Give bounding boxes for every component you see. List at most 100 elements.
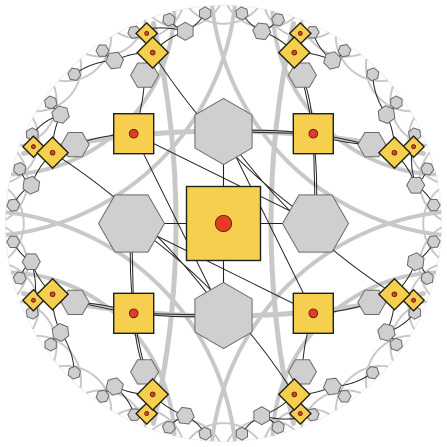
center-dot: [31, 144, 36, 150]
hexagon-node: [252, 22, 272, 41]
hexagon-node: [271, 13, 286, 27]
hexagon-node: [426, 235, 441, 249]
center-dot: [214, 214, 233, 233]
grid-arc: [210, 210, 442, 442]
hexagon-node: [235, 6, 249, 21]
hexagon-node: [389, 337, 403, 352]
hexagon-node: [406, 252, 425, 272]
center-dot: [308, 128, 319, 139]
hexagon-node: [406, 177, 426, 194]
center-dot: [149, 49, 156, 56]
square-node: [112, 112, 155, 155]
grid-arc-small: [334, 36, 389, 83]
hexagon-node: [22, 175, 41, 195]
square-node: [377, 136, 411, 170]
grid-arc-small: [364, 58, 411, 113]
hexagon-node: [162, 12, 176, 27]
hexagon-node: [95, 389, 110, 403]
center-dot: [144, 411, 150, 416]
square-node: [136, 36, 170, 70]
hexagon-node: [377, 323, 396, 342]
square-node: [185, 185, 262, 262]
hexagon-node: [51, 322, 70, 342]
grid-arc-small: [389, 85, 428, 147]
grid-arc-small: [58, 364, 113, 411]
grid-arc-small: [58, 36, 113, 83]
center-dot: [297, 31, 303, 36]
center-dot: [391, 291, 398, 298]
hexagon-node: [357, 132, 387, 158]
nodes-layer: [6, 6, 441, 441]
grid-arc: [5, 210, 237, 442]
hexagon-node: [12, 271, 27, 285]
hexagon-node: [426, 199, 441, 212]
connector-line: [133, 133, 316, 224]
square-node: [292, 112, 335, 155]
grid-arc-small: [300, 389, 362, 428]
hexagon-node: [194, 97, 253, 166]
hexagon-node: [390, 95, 403, 110]
hexagon-node: [420, 162, 435, 176]
hexagon-node: [377, 105, 396, 125]
center-dot: [411, 144, 416, 150]
square-shape: [112, 292, 155, 335]
center-dot: [128, 128, 139, 139]
square-shape: [185, 185, 262, 262]
center-dot: [391, 149, 398, 156]
hexagon-node: [175, 406, 195, 425]
square-node: [277, 377, 311, 411]
hexagon-node: [161, 420, 176, 434]
hexagon-node: [44, 337, 57, 352]
grid-arc-small: [19, 300, 58, 362]
hexagon-node: [420, 271, 434, 286]
center-dot: [411, 297, 416, 303]
hexagon-node: [199, 6, 212, 21]
hexagon-node: [21, 253, 41, 270]
connector-line: [133, 133, 224, 316]
grid-arc-small: [7, 188, 25, 259]
hexagon-node: [95, 44, 110, 57]
hexagon-node: [194, 281, 253, 350]
grid-arc-small: [188, 422, 259, 440]
square-node: [36, 277, 70, 311]
hexagon-node: [6, 235, 21, 248]
hexagon-node: [365, 366, 380, 380]
hexagon-node: [44, 95, 58, 110]
hexagon-node: [60, 132, 90, 158]
disk-boundary: [5, 5, 442, 442]
center-dot: [149, 391, 156, 398]
center-dot: [291, 391, 298, 398]
center-dot: [128, 308, 139, 319]
grid-arc-small: [364, 334, 411, 389]
center-dot: [297, 411, 303, 416]
hexagon-node: [6, 198, 21, 212]
center-dot: [291, 49, 298, 56]
center-dot: [144, 31, 150, 36]
square-node: [112, 292, 155, 335]
grid-arc-small: [85, 19, 147, 58]
hexagon-node: [105, 51, 125, 70]
square-node: [292, 292, 335, 335]
center-dot: [31, 297, 36, 303]
hexagon-node: [60, 289, 90, 315]
grid-arc-small: [422, 188, 440, 259]
hexagon-node: [357, 289, 387, 315]
square-node: [136, 377, 170, 411]
hexagon-node: [97, 194, 166, 253]
hexagon-node: [287, 359, 317, 385]
square-node: [36, 136, 70, 170]
hexagon-node: [235, 426, 248, 441]
hexagon-node: [51, 105, 70, 124]
connector-line: [131, 223, 314, 314]
center-dot: [49, 291, 56, 298]
hexagon-node: [67, 365, 81, 380]
hexagon-node: [177, 21, 194, 41]
hexagon-node: [323, 51, 342, 70]
center-dot: [49, 149, 56, 156]
grid-arc-small: [188, 7, 259, 25]
square-node: [377, 277, 411, 311]
hexagon-node: [67, 67, 82, 81]
hexagon-node: [322, 377, 342, 396]
